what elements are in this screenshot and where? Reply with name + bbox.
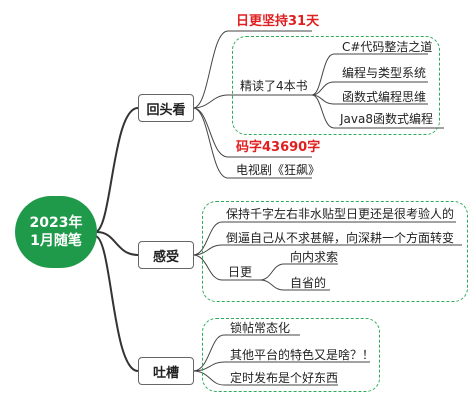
rant-item-3: 定时发布是个好东西 [230, 371, 339, 385]
branch-review[interactable]: 回头看 [138, 94, 194, 122]
feelings-daily: 日更 [228, 265, 253, 279]
branch-feelings[interactable]: 感受 [138, 241, 194, 269]
rant-group-frame [202, 318, 380, 392]
link-feelings-daily [192, 254, 260, 281]
link-root-rant [94, 235, 139, 372]
branch-review-label: 回头看 [146, 102, 186, 118]
feelings-item-2: 倒逼自己从不求甚解，向深耕一个方面转变 [226, 231, 455, 245]
review-tv: 电视剧《狂飙》 [236, 163, 321, 177]
link-book-2 [311, 81, 428, 96]
rant-item-2: 其他平台的特色又是啥？！ [230, 348, 375, 362]
link-rant-2 [192, 361, 370, 372]
root-title-line2: 1月随笔 [30, 233, 82, 249]
link-book-4 [311, 94, 444, 129]
review-streak: 日更坚持31天 [236, 14, 320, 29]
daily-child-1: 向内求索 [290, 250, 339, 264]
root-node[interactable]: 2023年 1月随笔 [15, 196, 97, 268]
branch-feelings-label: 感受 [152, 249, 179, 265]
link-review-tv [192, 107, 312, 179]
link-book-3 [311, 94, 428, 105]
link-daily-1 [259, 263, 338, 281]
link-review-reading [192, 94, 312, 109]
rant-item-1: 锁帖常态化 [230, 321, 291, 335]
book-item-2: 编程与类型系统 [342, 66, 427, 80]
link-feelings-1 [192, 221, 456, 256]
review-word-count: 码字43690字 [236, 140, 321, 155]
link-feelings-2 [192, 244, 462, 256]
book-item-1: C#代码整洁之道 [342, 40, 433, 54]
book-item-3: 函数式编程思维 [342, 90, 427, 104]
books-group-frame [232, 36, 440, 135]
link-root-review [94, 107, 139, 233]
daily-child-2: 自省的 [290, 276, 327, 290]
link-root-feelings [96, 231, 139, 256]
link-book-1 [311, 53, 428, 96]
link-daily-2 [259, 279, 330, 291]
review-reading: 精读了4本书 [240, 79, 308, 93]
feelings-item-1: 保持千字左右非水贴型日更还是很考验人的 [226, 207, 455, 221]
book-item-4: Java8函数式编程 [340, 112, 433, 126]
link-review-streak [192, 30, 312, 109]
root-title-line1: 2023年 [29, 215, 83, 231]
feelings-group-frame [202, 201, 468, 302]
link-rant-1 [192, 334, 300, 372]
branch-rant[interactable]: 吐槽 [138, 357, 194, 385]
branch-rant-label: 吐槽 [152, 365, 179, 381]
